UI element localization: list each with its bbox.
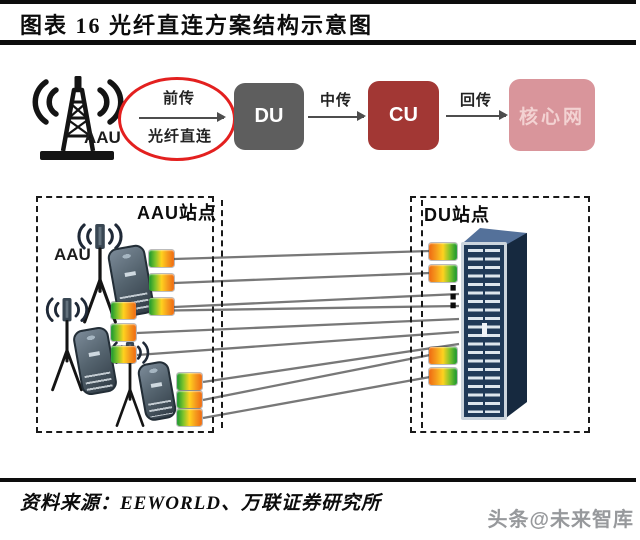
fiber-direct-label: 光纤直连 — [147, 129, 212, 145]
fiber-link — [202, 375, 431, 420]
backhaul-arrow — [446, 109, 508, 122]
server-rack-icon — [461, 228, 527, 246]
rack-slats — [485, 249, 500, 413]
fiber-connector — [149, 298, 174, 315]
watermark: 头条@未来智库 — [487, 509, 634, 531]
fiber-connector — [111, 302, 136, 319]
fronthaul-label: 前传 — [162, 91, 195, 107]
rack-handle — [482, 323, 487, 337]
fiber-connector — [429, 265, 457, 282]
fiber-connector — [429, 243, 457, 260]
du-site-label: DU站点 — [424, 205, 490, 225]
aau-site-label: AAU站点 — [137, 203, 217, 223]
cu-node: CU — [368, 81, 439, 150]
flow-aau-label: AAU — [84, 128, 121, 147]
core-network-node: 核心网 — [509, 79, 595, 151]
bottom-rule — [0, 478, 636, 482]
midhaul-arrow — [308, 110, 366, 123]
fiber-connector — [149, 274, 174, 291]
fiber-connector — [111, 324, 136, 341]
dashed-divider — [421, 200, 423, 428]
fiber-connector — [429, 347, 457, 364]
aau-unit-label: AAU — [54, 245, 91, 264]
fiber-link — [202, 353, 431, 402]
fiber-connector — [177, 391, 202, 408]
dashed-divider — [221, 200, 223, 428]
rack-slats — [468, 249, 483, 413]
title-rule — [0, 40, 636, 45]
aau-site-box — [36, 196, 214, 433]
du-site-box — [410, 196, 590, 433]
top-rule — [0, 0, 636, 4]
backhaul-label: 回传 — [459, 93, 492, 109]
source-note: 资料来源：EEWORLD、万联证券研究所 — [20, 493, 381, 514]
fiber-connector — [429, 368, 457, 385]
fiber-connector — [111, 346, 136, 363]
fronthaul-arrow — [139, 111, 226, 124]
du-node: DU — [234, 83, 304, 150]
fiber-connector — [149, 250, 174, 267]
server-rack-icon — [461, 242, 507, 420]
midhaul-label: 中传 — [319, 93, 352, 109]
fiber-connector — [177, 373, 202, 390]
figure-title: 图表 16 光纤直连方案结构示意图 — [20, 13, 374, 38]
fiber-connector — [177, 409, 202, 426]
server-rack-icon — [506, 232, 527, 418]
